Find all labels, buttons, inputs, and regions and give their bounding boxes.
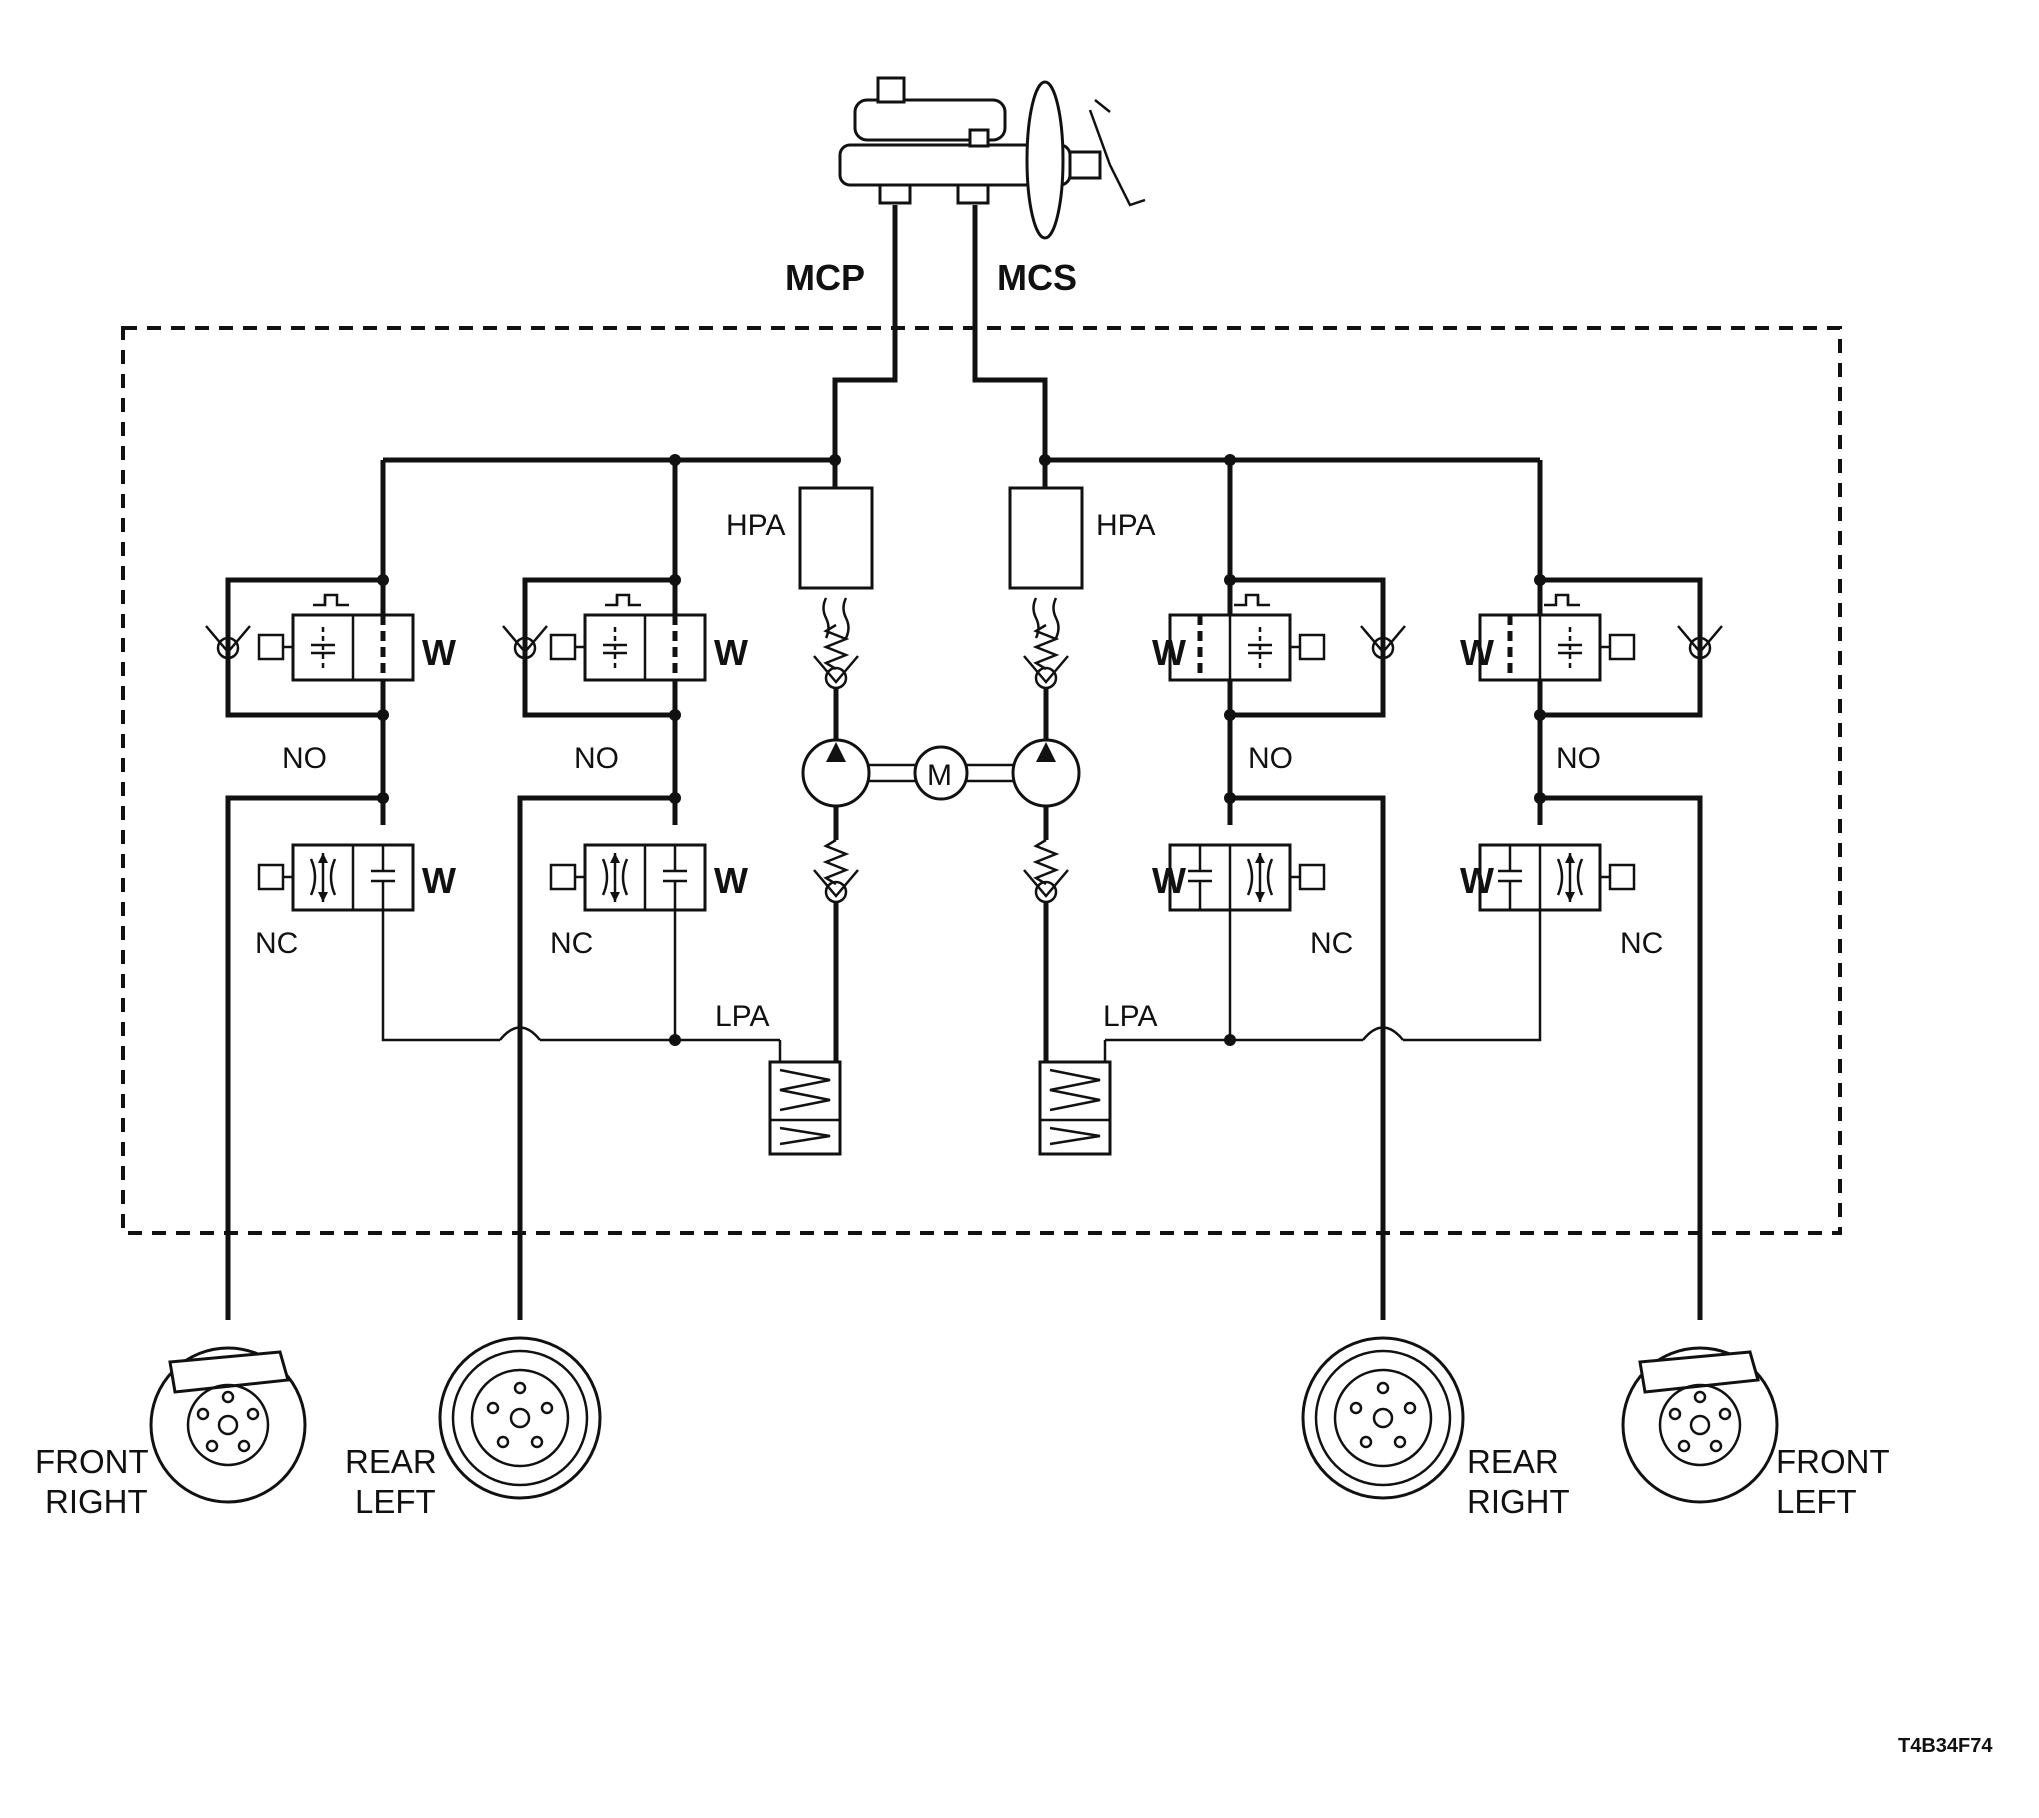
outlet-valve-state-label: NC — [1310, 927, 1353, 960]
wheel-label-rear-left-line2: LEFT — [355, 1483, 436, 1520]
outlet-valve-port-label: W — [422, 860, 456, 901]
hpa-label-left: HPA — [726, 509, 785, 542]
inlet-valve-state-label: NO — [1556, 742, 1601, 775]
wheel-label-rear-right-line1: REAR — [1467, 1443, 1559, 1480]
hydraulic-modulator-boundary — [121, 326, 1842, 1235]
valve-group-rear-left — [499, 574, 782, 1320]
mcp-label: MCP — [785, 257, 865, 298]
figure-code: T4B34F74 — [1898, 1735, 1993, 1757]
inlet-valve-state-label: NO — [1248, 742, 1293, 775]
pump-circuit-left — [768, 486, 874, 1156]
inlet-valve-port-label: W — [714, 632, 748, 673]
inlet-valve-port-label: W — [1152, 632, 1186, 673]
outlet-valve-state-label: NC — [255, 927, 298, 960]
wheel-front-right — [149, 1346, 307, 1504]
wheel-rear-right — [1301, 1336, 1465, 1500]
wheel-rear-left — [438, 1336, 602, 1500]
inlet-valve-port-label: W — [422, 632, 456, 673]
motor-label: M — [927, 759, 952, 792]
outlet-valve-state-label: NC — [550, 927, 593, 960]
outlet-valve-port-label: W — [1460, 860, 1494, 901]
lpa-label-right: LPA — [1103, 1000, 1157, 1033]
mcs-label: MCS — [997, 257, 1077, 298]
outlet-valve-port-label: W — [1152, 860, 1186, 901]
inlet-valve-state-label: NO — [282, 742, 327, 775]
inlet-valve-state-label: NO — [574, 742, 619, 775]
lpa-label-left: LPA — [715, 1000, 769, 1033]
pump-circuit-right — [1008, 486, 1112, 1156]
wheel-label-front-left-line2: LEFT — [1776, 1483, 1857, 1520]
wheel-label-rear-right-line2: RIGHT — [1467, 1483, 1570, 1520]
outlet-valve-port-label: W — [714, 860, 748, 901]
wheel-label-rear-left-line1: REAR — [345, 1443, 437, 1480]
supply-lines — [380, 205, 1543, 825]
wheel-front-left — [1621, 1346, 1779, 1504]
outlet-valve-state-label: NC — [1620, 927, 1663, 960]
valve-group-rear-right — [1103, 574, 1407, 1320]
valve-group-front-right — [204, 574, 500, 1320]
inlet-valve-port-label: W — [1460, 632, 1494, 673]
wheel-label-front-left-line1: FRONT — [1776, 1443, 1890, 1480]
wheel-label-front-right-line2: RIGHT — [45, 1483, 148, 1520]
hpa-label-right: HPA — [1096, 509, 1155, 542]
valve-group-front-left — [1362, 574, 1724, 1320]
master-cylinder — [838, 76, 1146, 240]
wheel-label-front-right-line1: FRONT — [35, 1443, 149, 1480]
pump-motor — [869, 745, 1013, 801]
